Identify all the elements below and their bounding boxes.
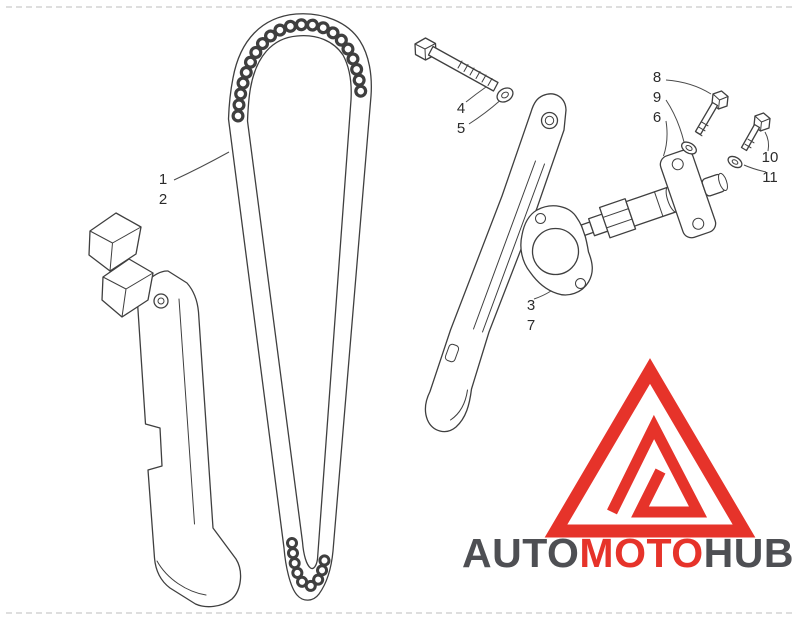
tensioner-gasket <box>520 205 593 296</box>
tensioner-bolt-washer <box>681 141 697 155</box>
watermark-text: AUTOMOTOHUB <box>462 533 794 574</box>
leader-6 <box>663 120 668 157</box>
part-number-6: 6 <box>652 109 662 126</box>
part-number-4: 4 <box>456 100 466 117</box>
callout-group-4-5: 4 5 <box>448 99 474 139</box>
leader-9 <box>665 99 685 143</box>
mount-bolt-washer <box>727 155 743 169</box>
part-number-11: 11 <box>762 169 778 186</box>
cam-chain <box>227 13 372 601</box>
flange-hole-top <box>671 158 684 171</box>
guide-bolt-washer <box>496 87 514 103</box>
watermark-segment-hub: HUB <box>703 530 794 576</box>
mount-bolt <box>740 112 771 152</box>
leader-10 <box>764 131 770 152</box>
page-border <box>6 6 794 614</box>
tensioner-assembly <box>580 149 728 239</box>
part-number-7: 7 <box>526 317 536 334</box>
left-chain-guide <box>88 212 242 608</box>
guide-bolt <box>414 37 499 92</box>
guide-pivot-hole <box>153 293 169 309</box>
guide-mount-hole <box>540 111 559 130</box>
bolt-shaft <box>740 123 761 152</box>
part-number-5: 5 <box>456 120 466 137</box>
watermark-logo <box>544 358 756 538</box>
part-number-10: 10 <box>761 149 779 166</box>
bolt-shaft <box>427 45 499 92</box>
gasket-hole-bottom <box>575 278 586 289</box>
flange-hole-bottom <box>692 217 705 230</box>
leader-11 <box>743 164 767 173</box>
leader-lines <box>173 79 770 300</box>
part-number-9: 9 <box>652 89 662 106</box>
callout-group-3-7: 3 7 <box>518 296 544 336</box>
watermark-segment-moto: MOTO <box>579 530 704 576</box>
callout-group-10-11: 10 11 <box>757 148 783 188</box>
leader-3-7 <box>533 290 552 300</box>
bolt-shaft <box>694 101 719 136</box>
watermark-segment-auto: AUTO <box>462 530 580 576</box>
leader-5 <box>468 100 500 125</box>
leader-4 <box>465 86 487 103</box>
part-number-3: 3 <box>526 297 536 314</box>
tensioner-bolt <box>694 90 729 137</box>
gasket-hole-top <box>535 213 546 224</box>
leader-8 <box>665 79 712 95</box>
leader-1-2 <box>173 151 230 181</box>
callout-group-8-9-6: 8 9 6 <box>644 68 670 128</box>
part-number-1: 1 <box>158 171 168 188</box>
part-number-8: 8 <box>652 69 662 86</box>
part-number-2: 2 <box>158 191 168 208</box>
guide-slot <box>444 343 460 363</box>
callout-group-1-2: 1 2 <box>150 170 176 210</box>
right-chain-guide <box>424 93 567 433</box>
